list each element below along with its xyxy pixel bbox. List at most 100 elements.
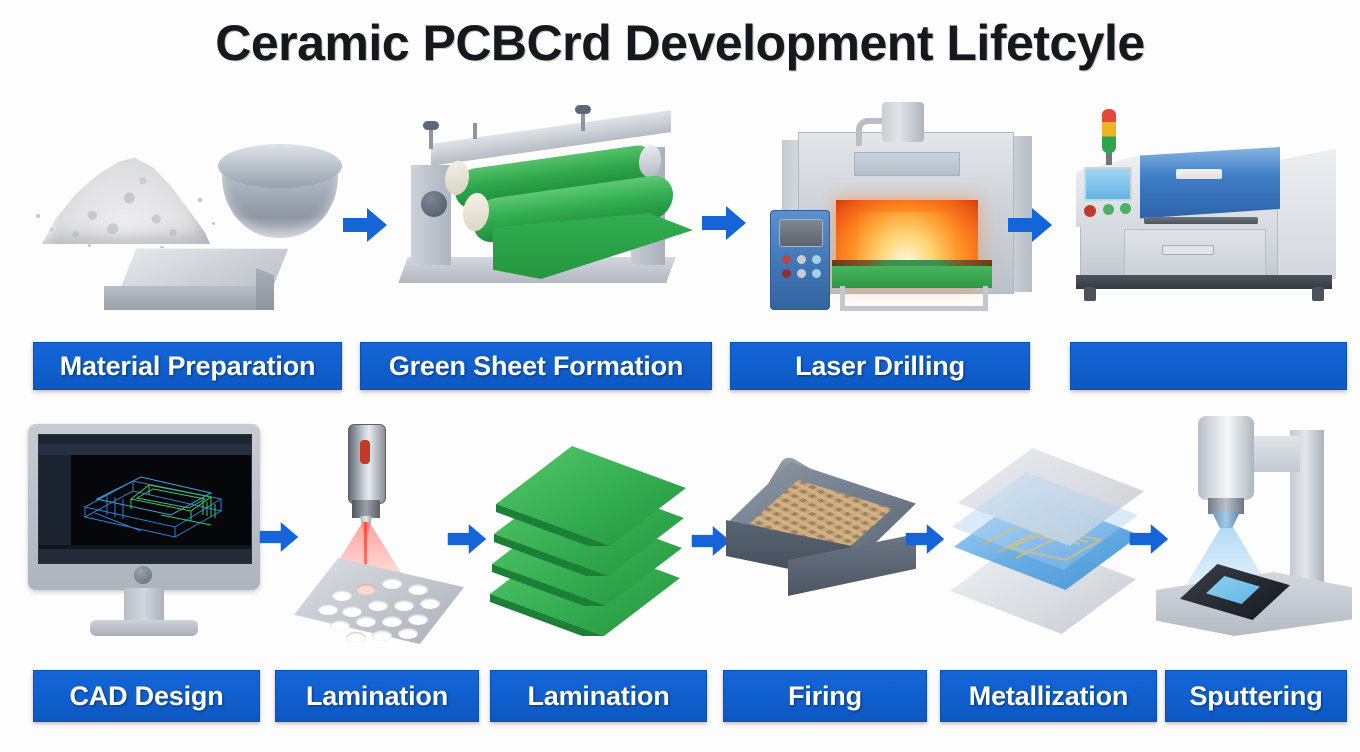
powder-speck [88,244,91,247]
illustration-metallization-layers [938,436,1164,642]
sputter-neck [1208,498,1244,514]
control-button-blue-2[interactable] [812,269,821,278]
illustration-cad-workstation [28,424,260,646]
step-label-text: Laser Drilling [795,350,965,381]
step-label-lamination-1[interactable]: Lamination [275,670,479,722]
drill-hole [398,628,418,639]
ceramic-substrate-icon [104,248,289,310]
arrow-right-icon [904,520,946,558]
substrate-side-face [256,268,274,310]
hood-window [1176,169,1222,179]
illustration-firing-tray [726,448,924,640]
drill-hole [330,620,350,631]
furnace-exhaust-pipe [856,118,896,146]
step-label-laser-drilling[interactable]: Laser Drilling [730,342,1030,390]
powder-pile-icon [42,157,210,244]
drill-hole [318,604,338,615]
start-button-green[interactable] [1103,204,1114,215]
furnace-control-panel[interactable] [770,210,830,310]
cad-viewport [71,455,251,545]
step-label-firing[interactable]: Firing [723,670,927,722]
powder-speck [50,228,53,231]
start-button-green-2[interactable] [1120,203,1131,214]
machine-knob [423,121,439,130]
drill-hole [394,600,414,611]
step-label-text: Lamination [527,680,670,711]
substrate-front-face [104,286,256,310]
step-label-material-preparation[interactable]: Material Preparation [33,342,342,390]
furnace-belt-rails [832,260,992,270]
drill-hole [408,614,428,625]
monitor-screen [38,434,252,564]
monitor-power-button[interactable] [134,566,152,584]
illustration-sintering-furnace [770,100,1050,311]
furnace-conveyor-legs [840,286,988,311]
monitor-neck [124,588,164,622]
step-label-text: CAD Design [69,680,224,711]
drill-hole [382,578,402,589]
sputter-chamber-icon [1198,416,1254,500]
machine-base-plinth [1076,275,1332,289]
emergency-stop-button[interactable] [1084,205,1096,217]
arrow-right-icon [258,518,300,556]
drill-hole [368,600,388,611]
illustration-tape-casting-machine [385,105,693,300]
knob-stem [473,123,477,139]
control-button-blue[interactable] [812,255,821,264]
furnace-exhaust-duct [882,102,924,142]
step-label-metallization[interactable]: Metallization [940,670,1157,722]
signal-tower-icon [1102,109,1116,153]
cad-status-bar [39,549,251,563]
furnace-conveyor-belt [832,266,992,288]
control-button-darkred[interactable] [782,269,791,278]
cad-toolbar [39,444,251,455]
step-label-text: Lamination [305,680,448,711]
step-label-empty[interactable] [1070,342,1347,390]
arrow-right-icon [700,203,748,243]
sputter-arm [1246,436,1300,472]
step-label-text: Metallization [968,680,1129,711]
drill-hole [356,616,376,627]
furnace-panel-strip [854,152,960,176]
cad-wireframe-model [83,476,223,538]
illustration-laser-drilling-machine [1058,95,1348,310]
cad-title-bar [39,435,251,444]
control-panel-screen [779,219,823,247]
powder-speck [198,198,202,202]
signal-tower-pole [1106,147,1112,165]
laser-beam-line [364,522,367,584]
drill-hole [372,630,392,641]
laser-head-icon [348,424,386,504]
machine-knob [575,105,591,114]
step-label-sputtering[interactable]: Sputtering [1165,670,1347,722]
step-label-cad-design[interactable]: CAD Design [33,670,260,722]
arrow-right-icon [690,522,732,560]
step-label-text: Green Sheet Formation [388,350,684,381]
powder-speck [212,222,215,225]
knob-stem [429,127,433,149]
step-label-text: Sputtering [1189,680,1323,711]
control-button-red[interactable] [782,255,791,264]
control-button-gray-2[interactable] [797,269,806,278]
arrow-right-icon [1128,520,1170,558]
control-button-gray[interactable] [797,255,806,264]
drawer-handle[interactable] [1162,245,1214,255]
drill-hole [342,606,362,617]
drill-hole [356,584,376,595]
illustration-laser-drill-plate [286,418,472,646]
step-label-lamination-2[interactable]: Lamination [490,670,707,722]
step-label-green-sheet-formation[interactable]: Green Sheet Formation [360,342,712,390]
drill-hole [420,598,440,609]
illustration-material-preparation [0,0,342,320]
machine-foot [1084,287,1096,301]
drill-hole [332,590,352,601]
arrow-right-icon [1006,205,1054,245]
drill-hole [382,616,402,627]
powder-texture [42,157,210,244]
control-panel-display [1084,167,1132,201]
knob-stem [581,109,585,131]
arrow-right-icon [341,205,389,245]
bowl-rim [218,144,342,188]
sputter-nozzle [1212,512,1240,528]
